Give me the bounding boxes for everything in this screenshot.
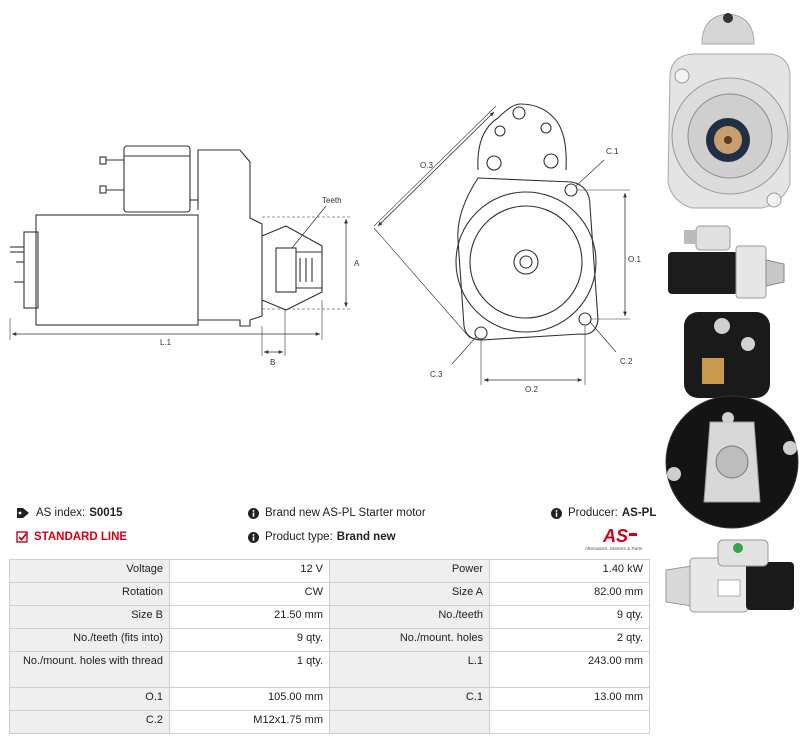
spec-value: 13.00 mm — [489, 687, 650, 711]
front-view-drawing — [373, 103, 630, 385]
product-type-value: Brand new — [336, 531, 396, 543]
table-row: Rotation CW Size A 82.00 mm — [9, 582, 650, 606]
spec-value: 9 qty. — [169, 628, 330, 652]
spec-value: 21.50 mm — [169, 605, 330, 629]
spec-value: 1.40 kW — [489, 559, 650, 583]
dimension-o2-label: O.2 — [525, 385, 538, 394]
teeth-label: Teeth — [322, 196, 342, 205]
photo-rear-view — [665, 312, 799, 529]
technical-drawings: Teeth A L.1 B — [0, 0, 660, 400]
as-index-value: S0015 — [89, 507, 123, 519]
producer-label: Producer: — [568, 507, 618, 519]
logo-mark: AS — [602, 526, 628, 546]
table-row: O.1 105.00 mm C.1 13.00 mm — [9, 687, 650, 711]
spec-value: 82.00 mm — [489, 582, 650, 606]
checkbox-icon — [16, 531, 28, 543]
standard-line: STANDARD LINE — [16, 531, 127, 543]
photo-drive-end — [667, 13, 791, 209]
standard-line-label: STANDARD LINE — [34, 531, 128, 543]
spec-value: 243.00 mm — [489, 651, 650, 688]
spec-label: Size A — [329, 582, 490, 606]
spec-table: Voltage 12 V Power 1.40 kW Rotation CW S… — [9, 559, 650, 734]
product-photos — [662, 0, 800, 743]
spec-value: 1 qty. — [169, 651, 330, 688]
spec-value — [489, 710, 650, 734]
description-text: Brand new AS-PL Starter motor — [265, 507, 426, 519]
as-index-label: AS index: — [36, 507, 86, 519]
dimension-o3-label: O.3 — [420, 161, 433, 170]
info-icon — [248, 507, 259, 519]
spec-label: O.1 — [9, 687, 170, 711]
dimension-c2-label: C.2 — [620, 357, 633, 366]
logo-tagline: Alternators, Starters & Parts — [585, 546, 643, 551]
table-row: No./mount. holes with thread 1 qty. L.1 … — [9, 651, 650, 688]
dimension-c1-label: C.1 — [606, 147, 619, 156]
spec-value: CW — [169, 582, 330, 606]
spec-label: No./teeth — [329, 605, 490, 629]
table-row: C.2 M12x1.75 mm — [9, 710, 650, 734]
spec-value: 105.00 mm — [169, 687, 330, 711]
dimension-b-label: B — [270, 358, 275, 367]
dimension-l1-label: L.1 — [160, 338, 172, 347]
product-type-label: Product type: — [265, 531, 333, 543]
product-type: Product type: Brand new — [248, 531, 396, 543]
spec-label: C.1 — [329, 687, 490, 711]
spec-value: 9 qty. — [489, 605, 650, 629]
table-row: Size B 21.50 mm No./teeth 9 qty. — [9, 605, 650, 629]
table-row: Voltage 12 V Power 1.40 kW — [9, 559, 650, 583]
dimension-o1-label: O.1 — [628, 255, 641, 264]
spec-label: No./teeth (fits into) — [9, 628, 170, 652]
table-row: No./teeth (fits into) 9 qty. No./mount. … — [9, 628, 650, 652]
spec-label: Power — [329, 559, 490, 583]
photo-label-view — [665, 539, 794, 613]
as-index: AS index: S0015 — [16, 507, 123, 519]
spec-label: Size B — [9, 605, 170, 629]
spec-label: No./mount. holes with thread — [9, 651, 170, 688]
spec-label: L.1 — [329, 651, 490, 688]
info-icon — [551, 507, 562, 519]
as-pl-logo: AS Alternators, Starters & Parts — [585, 526, 643, 551]
spec-label: Rotation — [9, 582, 170, 606]
spec-label: C.2 — [9, 710, 170, 734]
product-description: Brand new AS-PL Starter motor — [248, 507, 426, 519]
side-view-drawing — [9, 145, 350, 356]
dimension-c3-label: C.3 — [430, 370, 443, 379]
producer: Producer: AS-PL — [551, 507, 656, 519]
dimension-a-label: A — [354, 259, 360, 268]
photo-side-view — [668, 225, 785, 299]
producer-value: AS-PL — [621, 507, 657, 519]
tag-icon — [17, 508, 29, 518]
spec-value: 12 V — [169, 559, 330, 583]
spec-label — [329, 710, 490, 734]
info-icon — [248, 531, 259, 543]
spec-value: 2 qty. — [489, 628, 650, 652]
spec-label: Voltage — [9, 559, 170, 583]
spec-label: No./mount. holes — [329, 628, 490, 652]
spec-value: M12x1.75 mm — [169, 710, 330, 734]
drawing-canvas: Teeth A L.1 B — [9, 103, 641, 394]
